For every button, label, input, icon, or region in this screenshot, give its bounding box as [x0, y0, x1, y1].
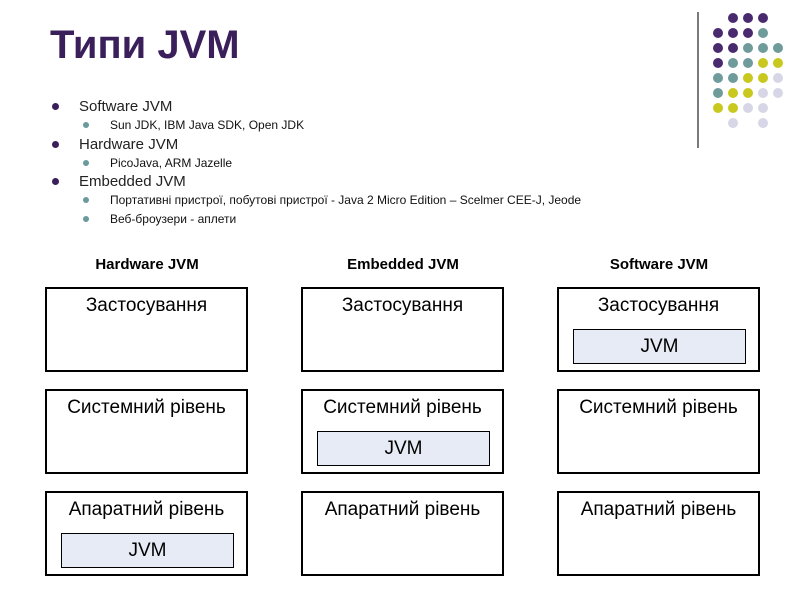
- decor-dot: [758, 88, 768, 98]
- decor-dot: [728, 103, 738, 113]
- decor-dot: [743, 13, 753, 23]
- decor-dot: [728, 88, 738, 98]
- decor-dot: [773, 43, 783, 53]
- layer-box-system: Системний рівень: [557, 389, 760, 474]
- decor-dot: [728, 43, 738, 53]
- decor-dot: [743, 88, 753, 98]
- decor-dot: [743, 73, 753, 83]
- layer-box-hardware: Апаратний рівень: [557, 491, 760, 576]
- layer-label: Застосування: [85, 295, 208, 316]
- jvm-box: JVM: [317, 431, 490, 466]
- bullet-hardware-jvm: Hardware JVM: [52, 135, 581, 154]
- layer-label: Системний рівень: [323, 397, 482, 418]
- column-heading-software: Software JVM: [609, 256, 709, 273]
- layer-label: Системний рівень: [67, 397, 226, 418]
- layer-label: Застосування: [597, 295, 720, 316]
- jvm-box: JVM: [61, 533, 234, 568]
- decor-dot: [758, 73, 768, 83]
- decor-dot: [773, 58, 783, 68]
- layer-box-application: Застосування: [301, 287, 504, 372]
- decor-dot: [743, 103, 753, 113]
- slide-title: Типи JVM: [50, 23, 240, 67]
- decor-dot: [773, 88, 783, 98]
- layer-label: Системний рівень: [579, 397, 738, 418]
- layer-label: Апаратний рівень: [68, 499, 225, 520]
- decor-dot: [728, 28, 738, 38]
- decor-dot: [713, 58, 723, 68]
- decor-dot: [728, 118, 738, 128]
- decor-divider: [697, 12, 699, 148]
- layer-label: Застосування: [341, 295, 464, 316]
- decor-dot: [713, 73, 723, 83]
- decor-dot: [758, 43, 768, 53]
- layer-box-hardware: Апаратний рівень: [301, 491, 504, 576]
- decor-dot: [713, 28, 723, 38]
- bullet-software-jvm: Software JVM: [52, 97, 581, 116]
- decor-dot: [743, 58, 753, 68]
- layer-box-system: Системний рівень JVM: [301, 389, 504, 474]
- decor-dot: [713, 103, 723, 113]
- layer-label: Апаратний рівень: [324, 499, 481, 520]
- bullet-embedded-jvm: Embedded JVM: [52, 172, 581, 191]
- layer-box-application: Застосування JVM: [557, 287, 760, 372]
- decor-dot: [758, 118, 768, 128]
- layer-box-hardware: Апаратний рівень JVM: [45, 491, 248, 576]
- decor-dot: [713, 88, 723, 98]
- layer-box-application: Застосування: [45, 287, 248, 372]
- decor-dot: [758, 13, 768, 23]
- sub-bullet: Веб-броузери - аплети: [52, 210, 581, 229]
- bullet-list: Software JVM Sun JDK, IBM Java SDK, Open…: [52, 97, 581, 228]
- column-heading-hardware: Hardware JVM: [95, 256, 199, 273]
- decor-dot: [743, 28, 753, 38]
- decor-dot: [758, 58, 768, 68]
- sub-bullet: PicoJava, ARM Jazelle: [52, 154, 581, 173]
- decor-dot: [728, 73, 738, 83]
- decor-dot: [728, 13, 738, 23]
- sub-bullet: Портативні пристрої, побутові пристрої -…: [52, 191, 581, 210]
- decor-dot: [758, 103, 768, 113]
- decor-dot: [773, 73, 783, 83]
- decor-dot: [758, 28, 768, 38]
- decor-dot: [713, 43, 723, 53]
- layer-label: Апаратний рівень: [580, 499, 737, 520]
- column-heading-embedded: Embedded JVM: [347, 256, 459, 273]
- layer-box-system: Системний рівень: [45, 389, 248, 474]
- decor-dot: [743, 43, 753, 53]
- jvm-box: JVM: [573, 329, 746, 364]
- decor-dot: [728, 58, 738, 68]
- sub-bullet: Sun JDK, IBM Java SDK, Open JDK: [52, 116, 581, 135]
